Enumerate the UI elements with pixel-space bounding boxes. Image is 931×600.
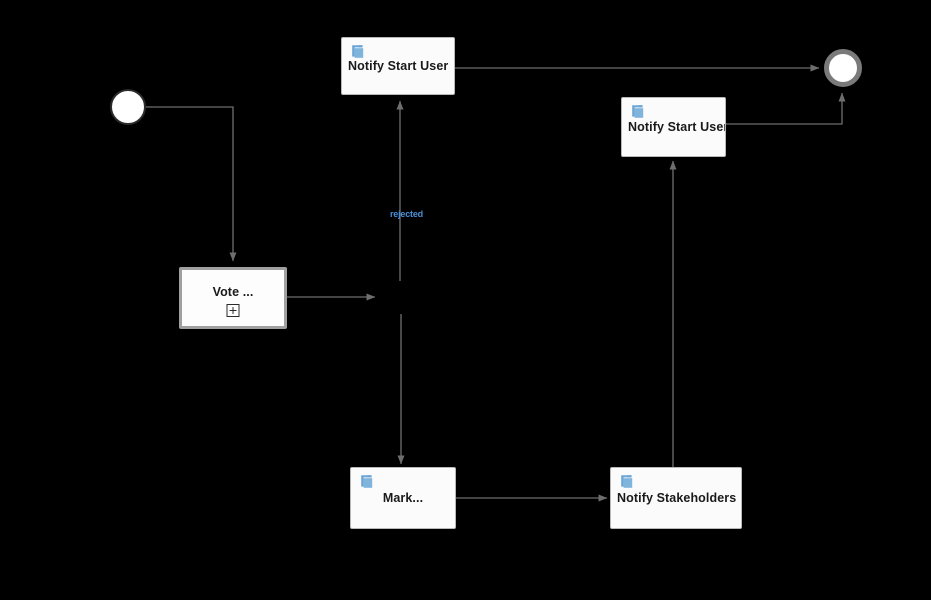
expand-plus-icon[interactable] — [226, 304, 240, 317]
flow-start-to-vote — [146, 106, 237, 262]
notify-stakeholders-label: Notify Stakeholders — [617, 490, 737, 505]
end-event[interactable] — [824, 49, 862, 87]
flow-notify-approved-to-end — [726, 92, 846, 125]
start-event[interactable] — [110, 89, 146, 125]
edge-label-rejected: rejected — [390, 209, 423, 219]
mark-task[interactable]: Mark... — [350, 467, 456, 529]
notify-stakeholders-task[interactable]: Notify Stakeholders — [610, 467, 742, 529]
send-task-icon — [629, 104, 647, 120]
mark-task-label: Mark... — [382, 490, 424, 505]
vote-subprocess[interactable]: Vote ... — [179, 267, 287, 329]
send-task-icon — [358, 474, 376, 490]
vote-subprocess-label: Vote ... — [212, 284, 254, 299]
notify-start-user-approved-task[interactable]: Notify Start User — [621, 97, 726, 157]
send-task-icon — [349, 44, 367, 60]
send-task-icon — [618, 474, 636, 490]
notify-start-user-rejected-label: Notify Start User — [348, 58, 449, 73]
notify-start-user-approved-label: Notify Start User — [628, 119, 725, 134]
notify-start-user-rejected-task[interactable]: Notify Start User — [341, 37, 455, 95]
